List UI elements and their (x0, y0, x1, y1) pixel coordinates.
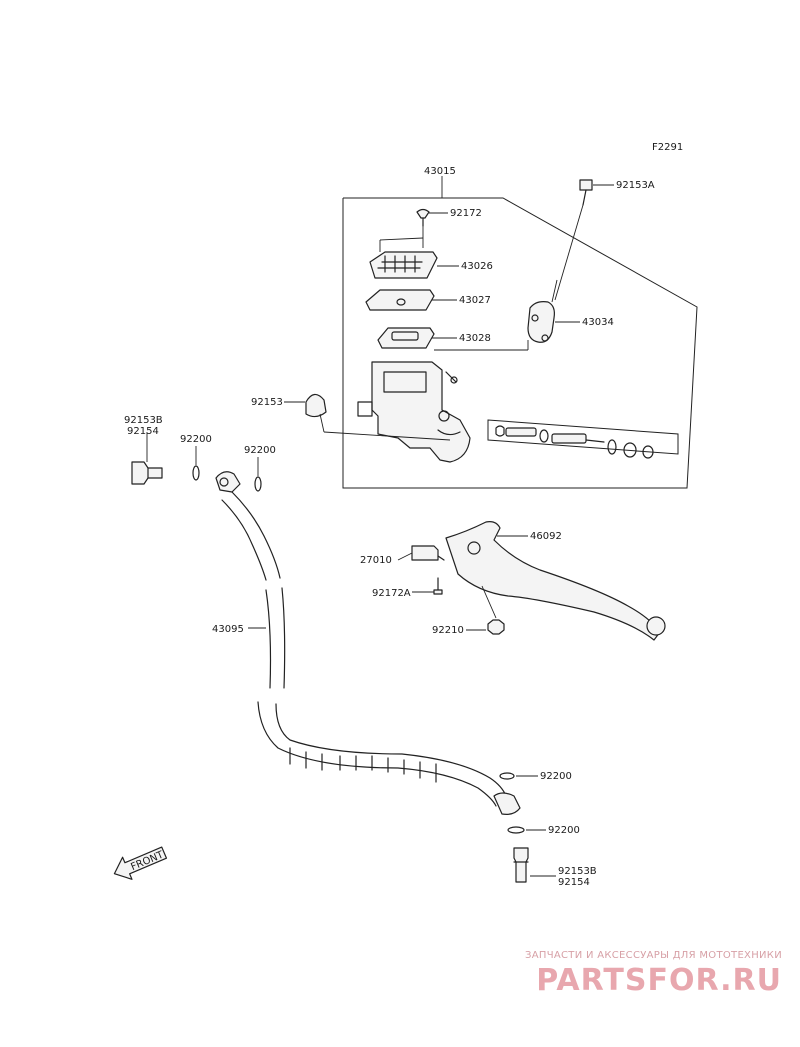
callout-92200-a[interactable]: 92200 (180, 434, 212, 445)
callout-92200-b[interactable]: 92200 (244, 445, 276, 456)
callout-92210[interactable]: 92210 (432, 625, 464, 636)
callout-92172A[interactable]: 92172A (372, 588, 411, 599)
lever-46092[interactable]: 46092 (445, 521, 666, 641)
callout-92153B-bottom[interactable]: 92153B (558, 866, 597, 877)
master-cylinder-body[interactable] (357, 361, 471, 463)
callout-92200-c[interactable]: 92200 (540, 771, 572, 782)
callout-92153A[interactable]: 92153A (616, 180, 655, 191)
callout-92154-top[interactable]: 92154 (127, 426, 159, 437)
callout-43095[interactable]: 43095 (212, 624, 244, 635)
switch-43034[interactable]: 43034 (434, 279, 614, 351)
callout-46092[interactable]: 46092 (530, 531, 562, 542)
washer-92200-d[interactable]: 92200 (507, 825, 580, 836)
callout-27010[interactable]: 27010 (360, 555, 392, 566)
switch-27010[interactable]: 27010 (360, 545, 445, 566)
figure-code: F2291 (652, 142, 683, 153)
cap-43026[interactable]: 43026 (369, 237, 493, 279)
callout-43027[interactable]: 43027 (459, 295, 491, 306)
callout-92154-bottom[interactable]: 92154 (558, 877, 590, 888)
washer-92200-b[interactable]: 92200 (244, 445, 276, 492)
banjo-bolt-bottom[interactable]: 92153B 92154 (513, 847, 597, 888)
nut-92210[interactable]: 92210 (432, 585, 505, 636)
bolt-92153A[interactable]: 92153A (554, 179, 655, 301)
hose-43095[interactable]: 43095 (212, 471, 521, 815)
screw-92172[interactable]: 92172 (416, 208, 482, 248)
callout-92153[interactable]: 92153 (251, 397, 283, 408)
callout-43015[interactable]: 43015 (424, 166, 456, 177)
plate-43027[interactable]: 43027 (365, 289, 491, 311)
callout-43034[interactable]: 43034 (582, 317, 614, 328)
bolt-92153[interactable]: 92153 (251, 393, 451, 441)
callout-92200-d[interactable]: 92200 (548, 825, 580, 836)
piston-kit[interactable] (487, 419, 679, 459)
front-arrow-icon: FRONT (113, 846, 168, 880)
callout-43026[interactable]: 43026 (461, 261, 493, 272)
callout-43028[interactable]: 43028 (459, 333, 491, 344)
assembly-box-43015: 43015 (342, 166, 698, 489)
washer-92200-c[interactable]: 92200 (499, 771, 572, 782)
screw-92172A[interactable]: 92172A (372, 577, 443, 599)
callout-92153B-top[interactable]: 92153B (124, 415, 163, 426)
diaphragm-43028[interactable]: 43028 (377, 327, 491, 349)
banjo-bolt-top[interactable]: 92153B 92154 (124, 415, 163, 485)
washer-92200-a[interactable]: 92200 (180, 434, 212, 481)
callout-92172[interactable]: 92172 (450, 208, 482, 219)
